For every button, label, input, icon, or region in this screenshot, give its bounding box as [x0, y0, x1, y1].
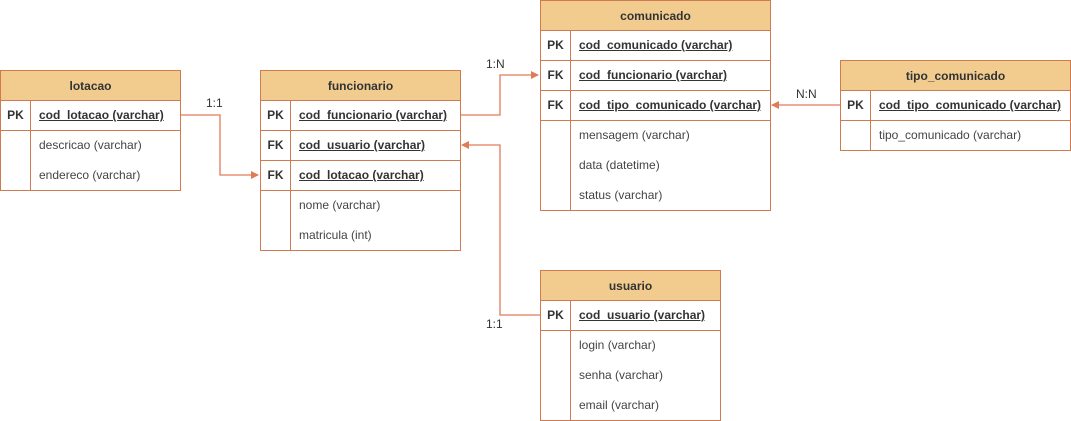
entity-title: funcionario: [261, 71, 460, 101]
key-field: cod_funcionario (varchar): [299, 108, 448, 122]
attribute-field: tipo_comunicado (varchar): [879, 128, 1022, 142]
attribute-row: data (datetime): [541, 151, 770, 181]
key-field: cod_usuario (varchar): [579, 308, 706, 322]
key-label: FK: [261, 131, 291, 160]
entity-title: lotacao: [1, 71, 180, 101]
attribute-list: nome (varchar) matricula (int): [261, 191, 460, 251]
attribute-list: descricao (varchar) endereco (varchar): [1, 131, 180, 191]
attribute-field: descricao (varchar): [39, 138, 142, 152]
entity-tipo-comunicado[interactable]: tipo_comunicado PK cod_tipo_comunicado (…: [840, 60, 1071, 151]
attribute-field: data (datetime): [579, 158, 660, 172]
attribute-row: tipo_comunicado (varchar): [841, 121, 1070, 151]
key-row: PK cod_funcionario (varchar): [261, 101, 460, 131]
key-field: cod_usuario (varchar): [299, 138, 426, 152]
key-label: PK: [1, 101, 31, 130]
key-label: PK: [841, 91, 871, 120]
key-row: FK cod_usuario (varchar): [261, 131, 460, 161]
cardinality-label-lotacao-funcionario: 1:1: [206, 96, 223, 110]
key-field: cod_comunicado (varchar): [579, 38, 733, 52]
attribute-list: mensagem (varchar) data (datetime) statu…: [541, 121, 770, 211]
attribute-field: mensagem (varchar): [579, 128, 690, 142]
key-row: PK cod_usuario (varchar): [541, 301, 720, 331]
key-row: FK cod_funcionario (varchar): [541, 61, 770, 91]
attribute-row: matricula (int): [261, 221, 460, 251]
entity-title: tipo_comunicado: [841, 61, 1070, 91]
key-label: PK: [261, 101, 291, 130]
key-label: FK: [541, 91, 571, 120]
attribute-field: email (varchar): [579, 398, 660, 412]
key-row: FK cod_lotacao (varchar): [261, 161, 460, 191]
key-field: cod_lotacao (varchar): [39, 108, 164, 122]
cardinality-label-usuario-funcionario: 1:1: [486, 317, 503, 331]
attribute-row: nome (varchar): [261, 191, 460, 221]
connector-usuario-funcionario: [461, 141, 540, 316]
connector-lotacao-funcionario: [180, 114, 259, 179]
attribute-row: login (varchar): [541, 331, 720, 361]
connector-funcionario-comunicado: [460, 71, 539, 116]
cardinality-label-tipo-comunicado-comunicado: N:N: [796, 87, 817, 101]
entity-usuario[interactable]: usuario PK cod_usuario (varchar) login (…: [540, 270, 721, 421]
key-label: FK: [541, 61, 571, 90]
key-label: FK: [261, 161, 291, 190]
attribute-field: endereco (varchar): [39, 168, 141, 182]
key-label: PK: [541, 31, 571, 60]
attribute-row: senha (varchar): [541, 361, 720, 391]
attribute-row: email (varchar): [541, 391, 720, 421]
key-row: PK cod_tipo_comunicado (varchar): [841, 91, 1070, 121]
entity-title: comunicado: [541, 1, 770, 31]
attribute-field: senha (varchar): [579, 368, 664, 382]
key-field: cod_tipo_comunicado (varchar): [879, 98, 1062, 112]
attribute-row: mensagem (varchar): [541, 121, 770, 151]
key-row: PK cod_lotacao (varchar): [1, 101, 180, 131]
key-label: PK: [541, 301, 571, 330]
key-field: cod_funcionario (varchar): [579, 68, 728, 82]
entity-funcionario[interactable]: funcionario PK cod_funcionario (varchar)…: [260, 70, 461, 251]
attribute-row: status (varchar): [541, 181, 770, 211]
attribute-field: nome (varchar): [299, 198, 381, 212]
key-row: FK cod_tipo_comunicado (varchar): [541, 91, 770, 121]
attribute-row: endereco (varchar): [1, 161, 180, 191]
attribute-field: login (varchar): [579, 338, 656, 352]
key-row: PK cod_comunicado (varchar): [541, 31, 770, 61]
attribute-list: tipo_comunicado (varchar): [841, 121, 1070, 151]
attribute-field: matricula (int): [299, 228, 372, 242]
key-field: cod_tipo_comunicado (varchar): [579, 98, 762, 112]
entity-title: usuario: [541, 271, 720, 301]
key-field: cod_lotacao (varchar): [299, 168, 424, 182]
attribute-list: login (varchar) senha (varchar) email (v…: [541, 331, 720, 421]
cardinality-label-funcionario-comunicado: 1:N: [486, 57, 505, 71]
attribute-row: descricao (varchar): [1, 131, 180, 161]
entity-comunicado[interactable]: comunicado PK cod_comunicado (varchar) F…: [540, 0, 771, 211]
entity-lotacao[interactable]: lotacao PK cod_lotacao (varchar) descric…: [0, 70, 181, 191]
attribute-field: status (varchar): [579, 188, 663, 202]
